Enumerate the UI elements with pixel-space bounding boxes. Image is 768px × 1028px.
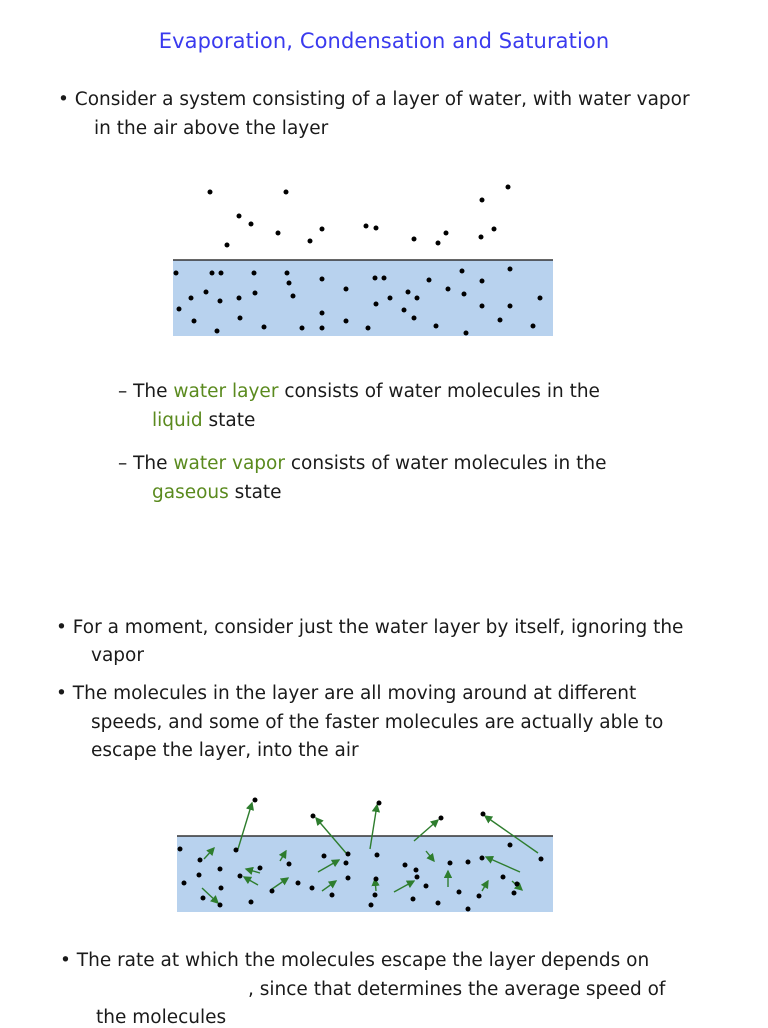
sub-bullet-water-layer-line2: liquid state (152, 410, 255, 431)
sub-bullet-water-vapor-prefix: – The (118, 453, 174, 474)
term-gaseous: gaseous (152, 482, 229, 503)
bullet-molecules-line1: • The molecules in the layer are all mov… (56, 683, 637, 704)
water-layer (177, 836, 553, 912)
bullet-system-line2: in the air above the layer (94, 118, 329, 139)
bullet-water-layer-line2: vapor (91, 645, 144, 666)
sub-bullet-water-layer-line1: – The water layer consists of water mole… (118, 381, 600, 402)
sub-bullet-water-layer-prefix: – The (118, 381, 174, 402)
page-title: Evaporation, Condensation and Saturation (158, 29, 610, 53)
term-liquid: liquid (152, 410, 203, 431)
liquid-arrows (201, 846, 524, 904)
sub-bullet-water-vapor-text: consists of water molecules in the (284, 453, 607, 474)
bullet-rate-line2: , since that determines the average spee… (248, 979, 666, 1000)
water-layer (173, 260, 553, 336)
term-water-layer: water layer (173, 381, 279, 402)
sub-bullet-water-layer-text: consists of water molecules in the (278, 381, 600, 402)
vapor-molecules (207, 184, 511, 248)
water-vapor-diagram (173, 184, 553, 336)
sub-bullet-water-layer-state: state (202, 410, 256, 431)
bullet-rate-line3: the molecules (96, 1007, 227, 1028)
bullet-rate-line1: • The rate at which the molecules escape… (60, 950, 650, 971)
sub-bullet-water-vapor-line1: – The water vapor consists of water mole… (118, 453, 606, 474)
sub-bullet-water-vapor-line2: gaseous state (152, 482, 282, 503)
term-water-vapor: water vapor (173, 453, 285, 474)
bullet-molecules-line3: escape the layer, into the air (91, 740, 359, 761)
bullet-system-line1: • Consider a system consisting of a laye… (58, 89, 690, 110)
escape-arrows (237, 801, 539, 854)
evaporation-diagram (177, 797, 553, 912)
bullet-molecules-line2: speeds, and some of the faster molecules… (91, 712, 664, 733)
sub-bullet-water-vapor-state: state (228, 482, 282, 503)
bullet-water-layer-line1: • For a moment, consider just the water … (56, 617, 684, 638)
molecules (177, 797, 544, 912)
liquid-molecules (173, 266, 543, 336)
